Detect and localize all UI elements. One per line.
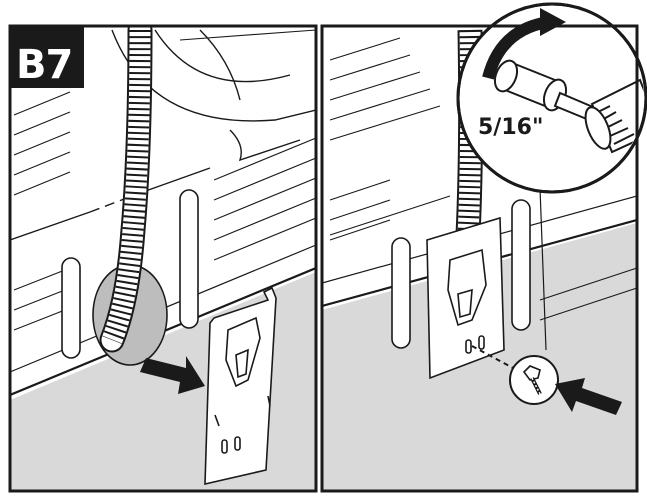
left-hose-bracket	[205, 288, 276, 484]
screw-detail	[510, 356, 558, 404]
step-label: B7	[16, 42, 72, 88]
left-panel	[10, 26, 316, 491]
right-hose-bracket	[427, 218, 504, 378]
tool-size-label: 5/16"	[478, 115, 543, 140]
step-badge: B7	[10, 26, 84, 88]
